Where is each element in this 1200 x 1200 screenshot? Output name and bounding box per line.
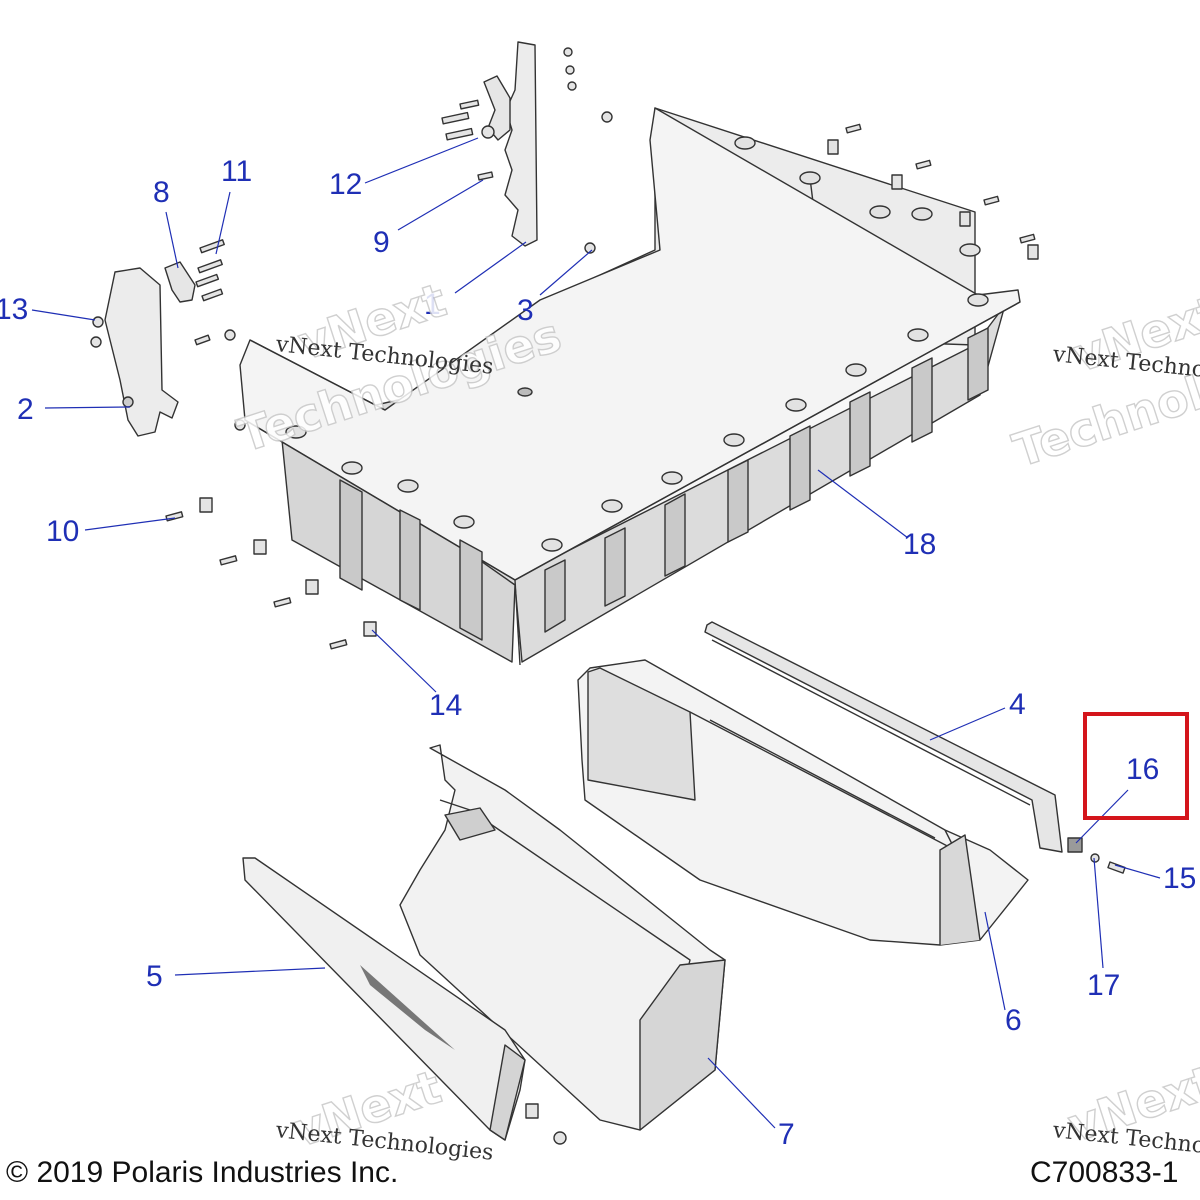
callout-7: 7 bbox=[778, 1118, 795, 1151]
callout-18: 18 bbox=[903, 528, 937, 561]
copyright-text: © 2019 Polaris Industries Inc. bbox=[6, 1156, 399, 1189]
callout-12: 12 bbox=[329, 168, 363, 201]
callout-8: 8 bbox=[153, 176, 170, 209]
callout-11: 11 bbox=[221, 155, 253, 188]
part-18-cargo-box bbox=[239, 107, 1021, 666]
callout-9: 9 bbox=[373, 226, 390, 259]
part-6-bin bbox=[577, 659, 1029, 946]
callout-13: 13 bbox=[0, 293, 29, 326]
part-1-bracket bbox=[483, 41, 538, 247]
part-2-bracket bbox=[104, 261, 196, 437]
part-4-rail bbox=[704, 621, 1063, 853]
diagram-code: C700833-1 bbox=[1030, 1156, 1179, 1189]
part-5-cover bbox=[242, 857, 526, 1141]
callout-6: 6 bbox=[1005, 1004, 1022, 1037]
callout-10: 10 bbox=[46, 515, 80, 548]
callout-17: 17 bbox=[1087, 969, 1121, 1002]
callout-2: 2 bbox=[17, 393, 34, 426]
callout-1: 1 bbox=[424, 288, 441, 321]
fasteners bbox=[90, 47, 1126, 1145]
callout-16: 16 bbox=[1126, 753, 1160, 786]
callout-5: 5 bbox=[146, 960, 163, 993]
highlight-box-part-16 bbox=[1083, 712, 1189, 820]
callout-15: 15 bbox=[1163, 862, 1197, 895]
callout-14: 14 bbox=[429, 689, 463, 722]
callout-3: 3 bbox=[517, 294, 534, 327]
callout-4: 4 bbox=[1009, 688, 1026, 721]
part-7-tray bbox=[399, 744, 726, 1131]
